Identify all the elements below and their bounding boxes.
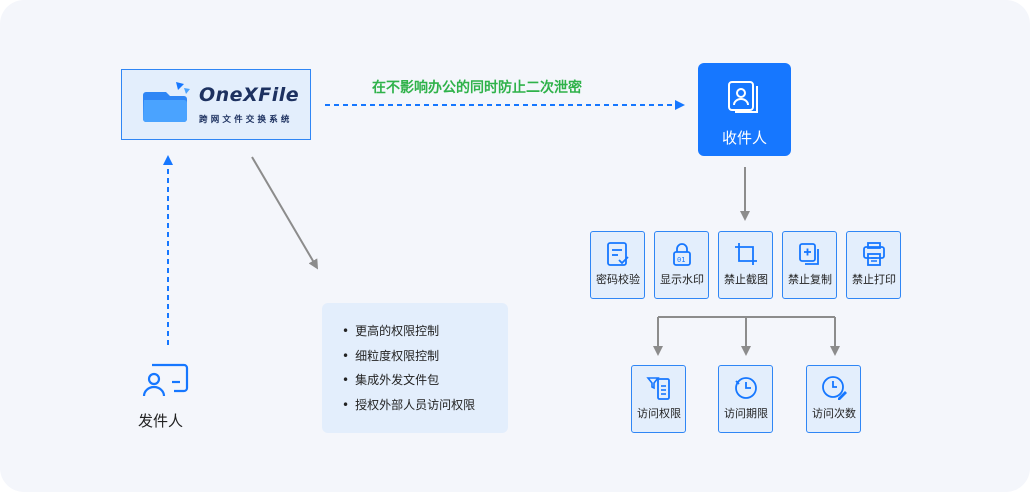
card-password-check: 密码校验 <box>590 231 645 299</box>
receiver-icon <box>728 81 758 113</box>
card-watermark: 01 显示水印 <box>654 231 709 299</box>
card-label: 禁止打印 <box>852 273 896 286</box>
feature-item: 集成外发文件包 <box>342 368 475 393</box>
printer-icon <box>863 242 885 266</box>
arrow-to-features <box>251 156 319 270</box>
sender-label: 发件人 <box>138 412 184 430</box>
filter-list-icon <box>646 377 670 400</box>
watermark-icon: 01 <box>673 243 691 266</box>
card-label: 访问次数 <box>812 407 856 420</box>
features-box: 更高的权限控制 细粒度权限控制 集成外发文件包 授权外部人员访问权限 <box>322 303 508 433</box>
card-no-copy: 禁止复制 <box>782 231 837 299</box>
card-label: 显示水印 <box>660 273 704 286</box>
card-label: 访问期限 <box>724 407 768 420</box>
onexfile-logo-icon <box>143 82 190 122</box>
card-access-permission: 访问权限 <box>631 365 686 433</box>
onexfile-logo-box <box>121 69 311 140</box>
card-no-print: 禁止打印 <box>846 231 901 299</box>
card-label: 禁止复制 <box>788 273 832 286</box>
feature-item: 细粒度权限控制 <box>342 344 475 369</box>
card-label: 密码校验 <box>596 273 640 286</box>
flow-label: 在不影响办公的同时防止二次泄密 <box>372 80 582 96</box>
password-check-icon <box>607 242 629 266</box>
clock-edit-icon <box>822 376 847 400</box>
logo-name: OneXFile <box>199 84 300 106</box>
copy-icon <box>799 243 819 265</box>
card-no-screenshot: 禁止截图 <box>718 231 773 299</box>
clock-icon <box>735 377 757 399</box>
feature-item: 授权外部人员访问权限 <box>342 393 475 418</box>
feature-item: 更高的权限控制 <box>342 319 475 344</box>
card-label: 禁止截图 <box>724 273 768 286</box>
logo-subtitle: 跨网文件交换系统 <box>199 115 293 125</box>
card-label: 访问权限 <box>637 407 681 420</box>
crop-icon <box>735 243 757 265</box>
card-access-count: 访问次数 <box>806 365 861 433</box>
receiver-box <box>698 63 791 156</box>
receiver-label: 收件人 <box>721 129 767 147</box>
card-access-period: 访问期限 <box>718 365 773 433</box>
sender-icon <box>142 363 189 397</box>
svg-text:01: 01 <box>677 256 685 264</box>
